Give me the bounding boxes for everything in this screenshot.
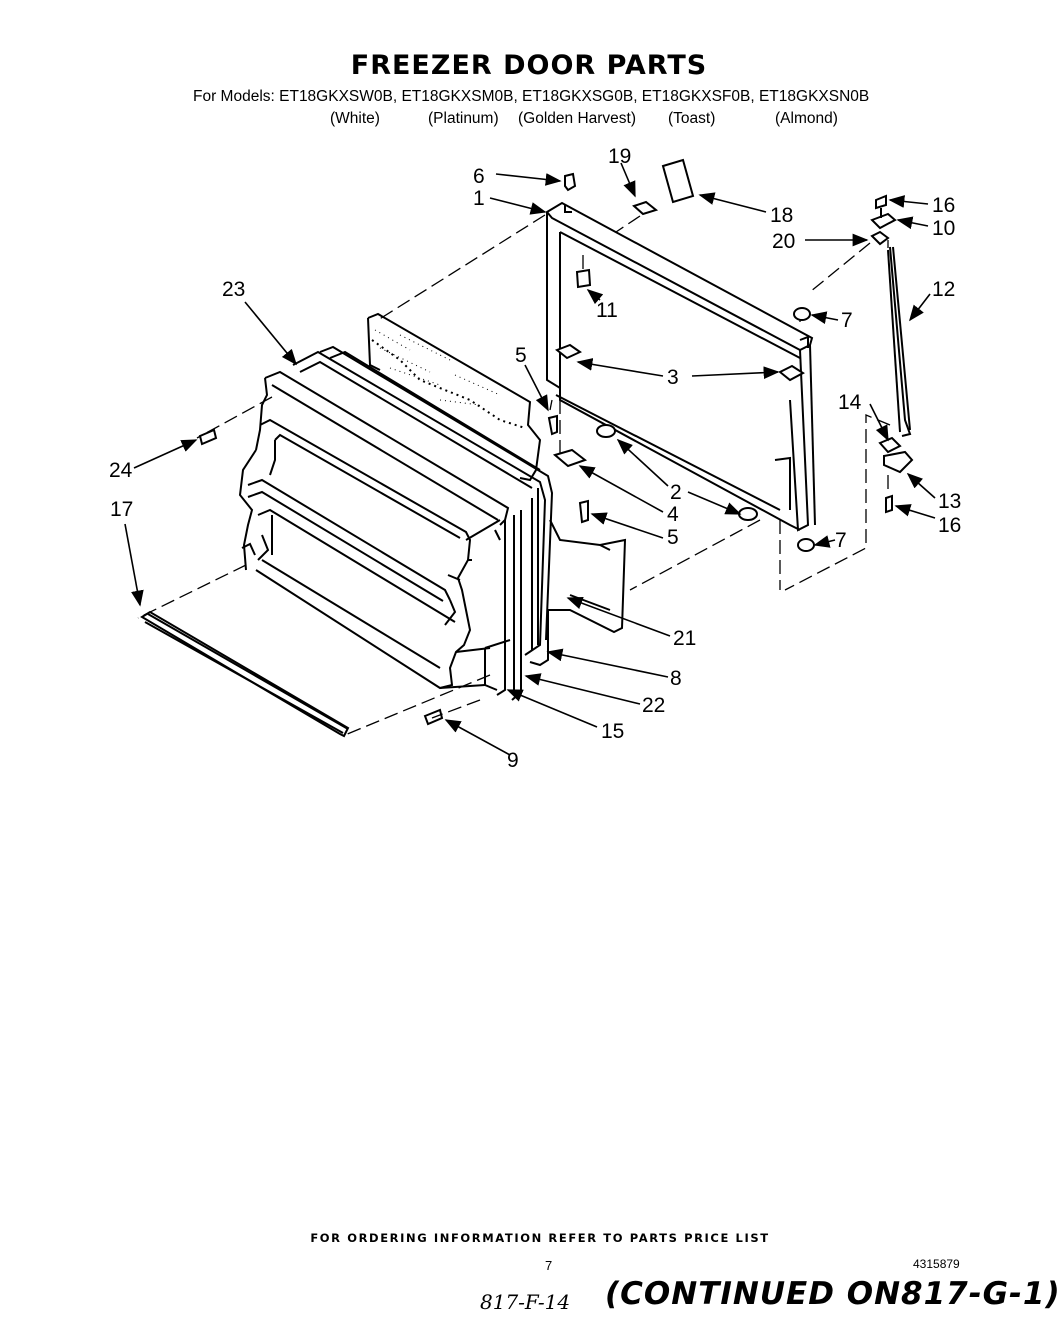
inner-door-panel (367, 312, 542, 482)
callout-8: 8 (670, 667, 682, 690)
hardware-fasteners (198, 158, 815, 726)
callout-labels: 6 1 19 18 16 10 20 12 23 11 7 5 3 14 24 … (109, 145, 961, 772)
callout-11: 11 (596, 299, 618, 322)
door-shelf-bar (140, 610, 350, 738)
color-label-almond: (Almond) (775, 110, 838, 127)
door-frame (545, 201, 816, 532)
color-label-white: (White) (330, 110, 380, 127)
callout-22: 22 (642, 694, 665, 717)
callout-9: 9 (507, 749, 519, 772)
callout-5-lower: 5 (667, 526, 679, 549)
callout-15: 15 (601, 720, 624, 743)
continued-note: (CONTINUED ON817-G-1) (605, 1276, 1058, 1312)
callout-16-top: 16 (932, 194, 955, 217)
callout-6: 6 (473, 165, 485, 188)
callout-19: 19 (608, 145, 631, 168)
callout-2: 2 (670, 481, 682, 504)
door-liner-layers (292, 345, 627, 701)
callout-7-top: 7 (841, 309, 853, 332)
color-label-toast: (Toast) (668, 110, 716, 127)
callout-21: 21 (673, 627, 696, 650)
color-label-golden-harvest: (Golden Harvest) (518, 110, 637, 127)
alignment-lines (137, 214, 891, 736)
callout-23: 23 (222, 278, 245, 301)
page-title: FREEZER DOOR PARTS (350, 50, 708, 81)
callout-3: 3 (667, 366, 679, 389)
callout-1: 1 (473, 187, 485, 210)
ordering-info-footer: FOR ORDERING INFORMATION REFER TO PARTS … (310, 1231, 770, 1245)
handwritten-reference: 817-F-14 (480, 1290, 571, 1314)
callout-24: 24 (109, 459, 133, 482)
callout-leaders (124, 162, 936, 756)
callout-14: 14 (838, 391, 862, 414)
callout-4: 4 (667, 503, 679, 526)
callout-16-bottom: 16 (938, 514, 961, 537)
callout-7-bottom: 7 (835, 529, 847, 552)
callout-10: 10 (932, 217, 955, 240)
hinge-assembly (870, 194, 914, 514)
color-label-platinum: (Platinum) (428, 110, 499, 127)
outer-door-liner (238, 370, 510, 690)
callout-5-upper: 5 (515, 344, 527, 367)
callout-12: 12 (932, 278, 955, 301)
callout-17: 17 (110, 498, 133, 521)
document-number: 4315879 (913, 1257, 960, 1271)
callout-13: 13 (938, 490, 961, 513)
page-number: 7 (545, 1258, 553, 1273)
models-line: For Models: ET18GKXSW0B, ET18GKXSM0B, ET… (193, 88, 870, 105)
callout-20: 20 (772, 230, 795, 253)
callout-18: 18 (770, 204, 793, 227)
